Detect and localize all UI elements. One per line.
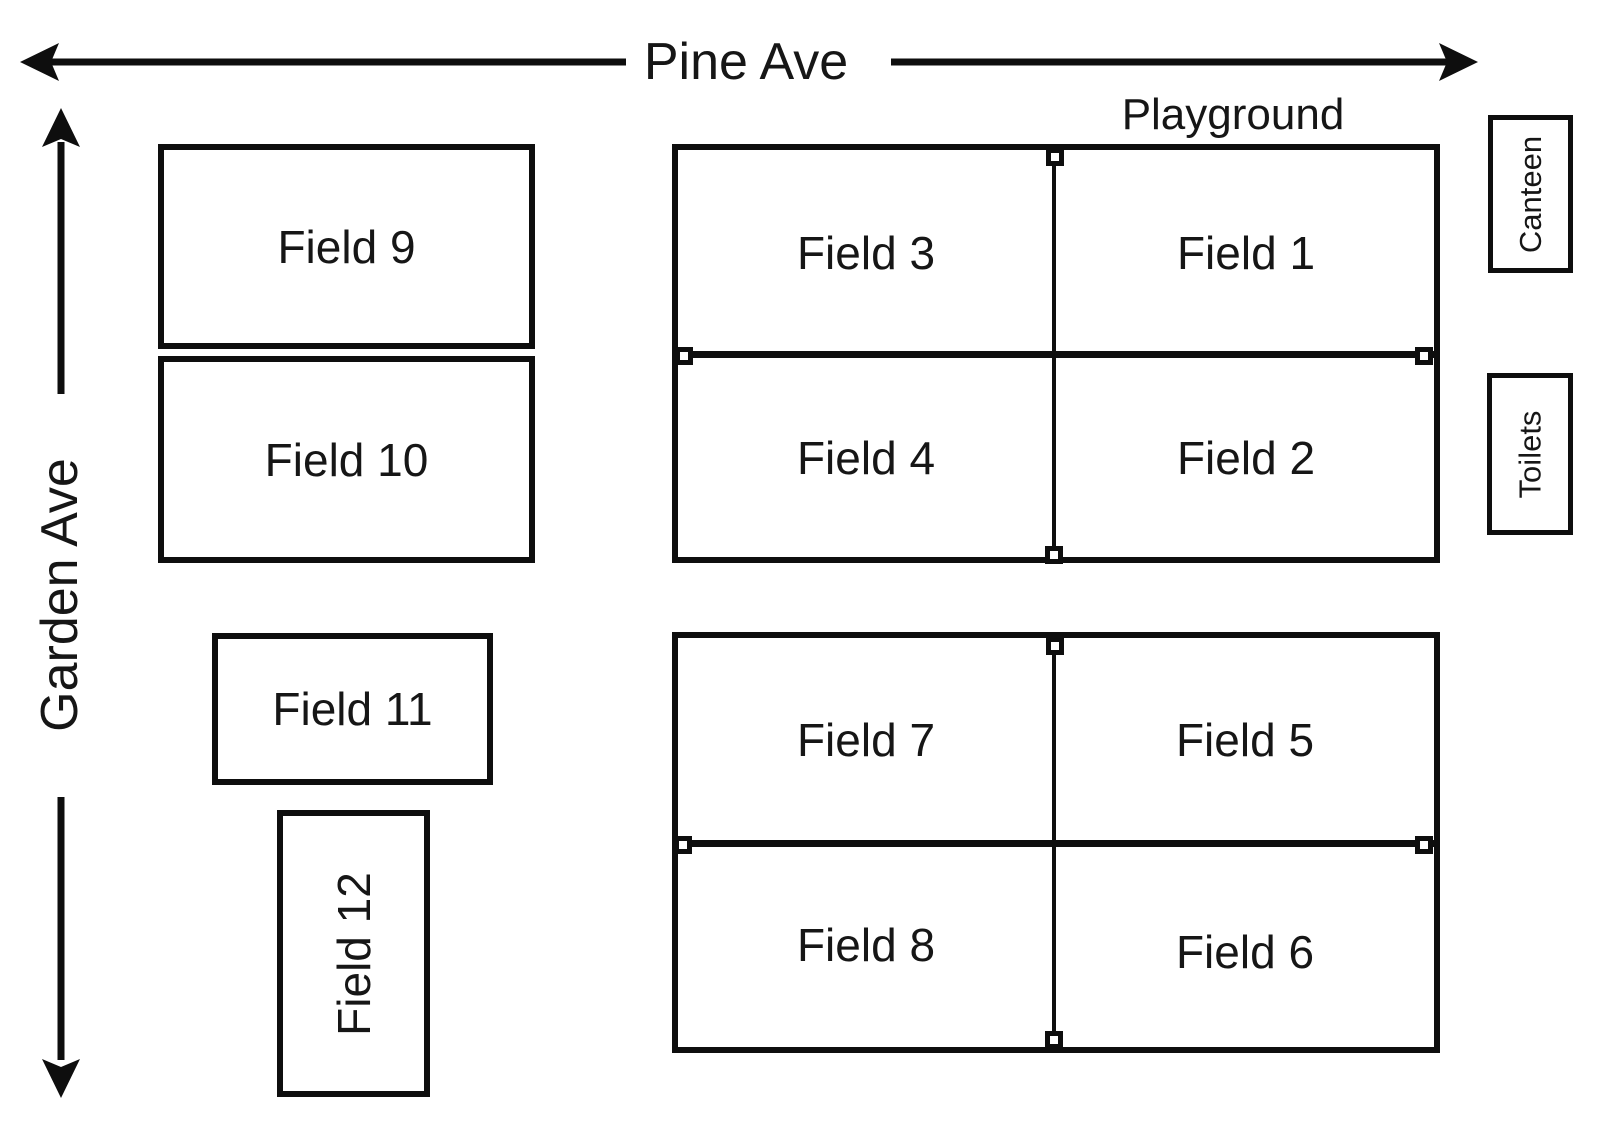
pine-ave-arrow-right-icon bbox=[891, 43, 1478, 81]
field-10-label: Field 10 bbox=[264, 433, 429, 486]
block1-divider-handle-left[interactable] bbox=[675, 347, 693, 365]
toilets-box: Toilets bbox=[1487, 373, 1573, 535]
pine-ave-label: Pine Ave bbox=[643, 33, 849, 91]
field-11-label: Field 11 bbox=[272, 683, 433, 735]
field-5-label: Field 5 bbox=[1175, 714, 1315, 766]
field-4-label: Field 4 bbox=[796, 432, 936, 484]
field-9-box: Field 9 bbox=[158, 144, 535, 349]
block2-divider-handle-bottom[interactable] bbox=[1045, 1031, 1063, 1049]
block1-horizontal-divider[interactable] bbox=[678, 351, 1434, 358]
block2-divider-handle-top[interactable] bbox=[1046, 637, 1064, 655]
field-11-box: Field 11 bbox=[212, 633, 493, 785]
canteen-box: Canteen bbox=[1488, 115, 1573, 273]
field-2-label: Field 2 bbox=[1176, 432, 1316, 484]
field-1-label: Field 1 bbox=[1176, 227, 1316, 279]
field-6-label: Field 6 bbox=[1175, 926, 1315, 978]
field-10-box: Field 10 bbox=[158, 356, 535, 563]
block1-divider-handle-bottom[interactable] bbox=[1045, 546, 1063, 564]
block1-divider-handle-right[interactable] bbox=[1415, 347, 1433, 365]
block1-divider-handle-top[interactable] bbox=[1046, 148, 1064, 166]
field-12-box: Field 12 bbox=[277, 810, 430, 1097]
field-3-label: Field 3 bbox=[796, 227, 936, 279]
block2-divider-handle-left[interactable] bbox=[674, 836, 692, 854]
garden-ave-arrow-up-icon bbox=[42, 108, 80, 394]
garden-ave-arrow-down-icon bbox=[42, 797, 80, 1098]
block2-divider-handle-right[interactable] bbox=[1415, 836, 1433, 854]
field-block-1-box: Field 3 Field 1 Field 4 Field 2 bbox=[672, 144, 1440, 564]
pine-ave-arrow-left-icon bbox=[20, 43, 626, 81]
field-8-label: Field 8 bbox=[796, 919, 936, 971]
garden-ave-label-wrap: Garden Ave bbox=[31, 458, 89, 732]
field-12-label: Field 12 bbox=[327, 871, 380, 1036]
playground-label: Playground bbox=[1121, 90, 1345, 139]
field-9-label: Field 9 bbox=[277, 220, 416, 273]
canteen-label: Canteen bbox=[1513, 135, 1548, 253]
toilets-label: Toilets bbox=[1512, 410, 1548, 498]
block2-horizontal-divider[interactable] bbox=[678, 840, 1434, 847]
field-7-label: Field 7 bbox=[796, 714, 936, 766]
garden-ave-label: Garden Ave bbox=[31, 458, 89, 732]
field-block-2-box: Field 7 Field 5 Field 8 Field 6 bbox=[672, 632, 1440, 1053]
